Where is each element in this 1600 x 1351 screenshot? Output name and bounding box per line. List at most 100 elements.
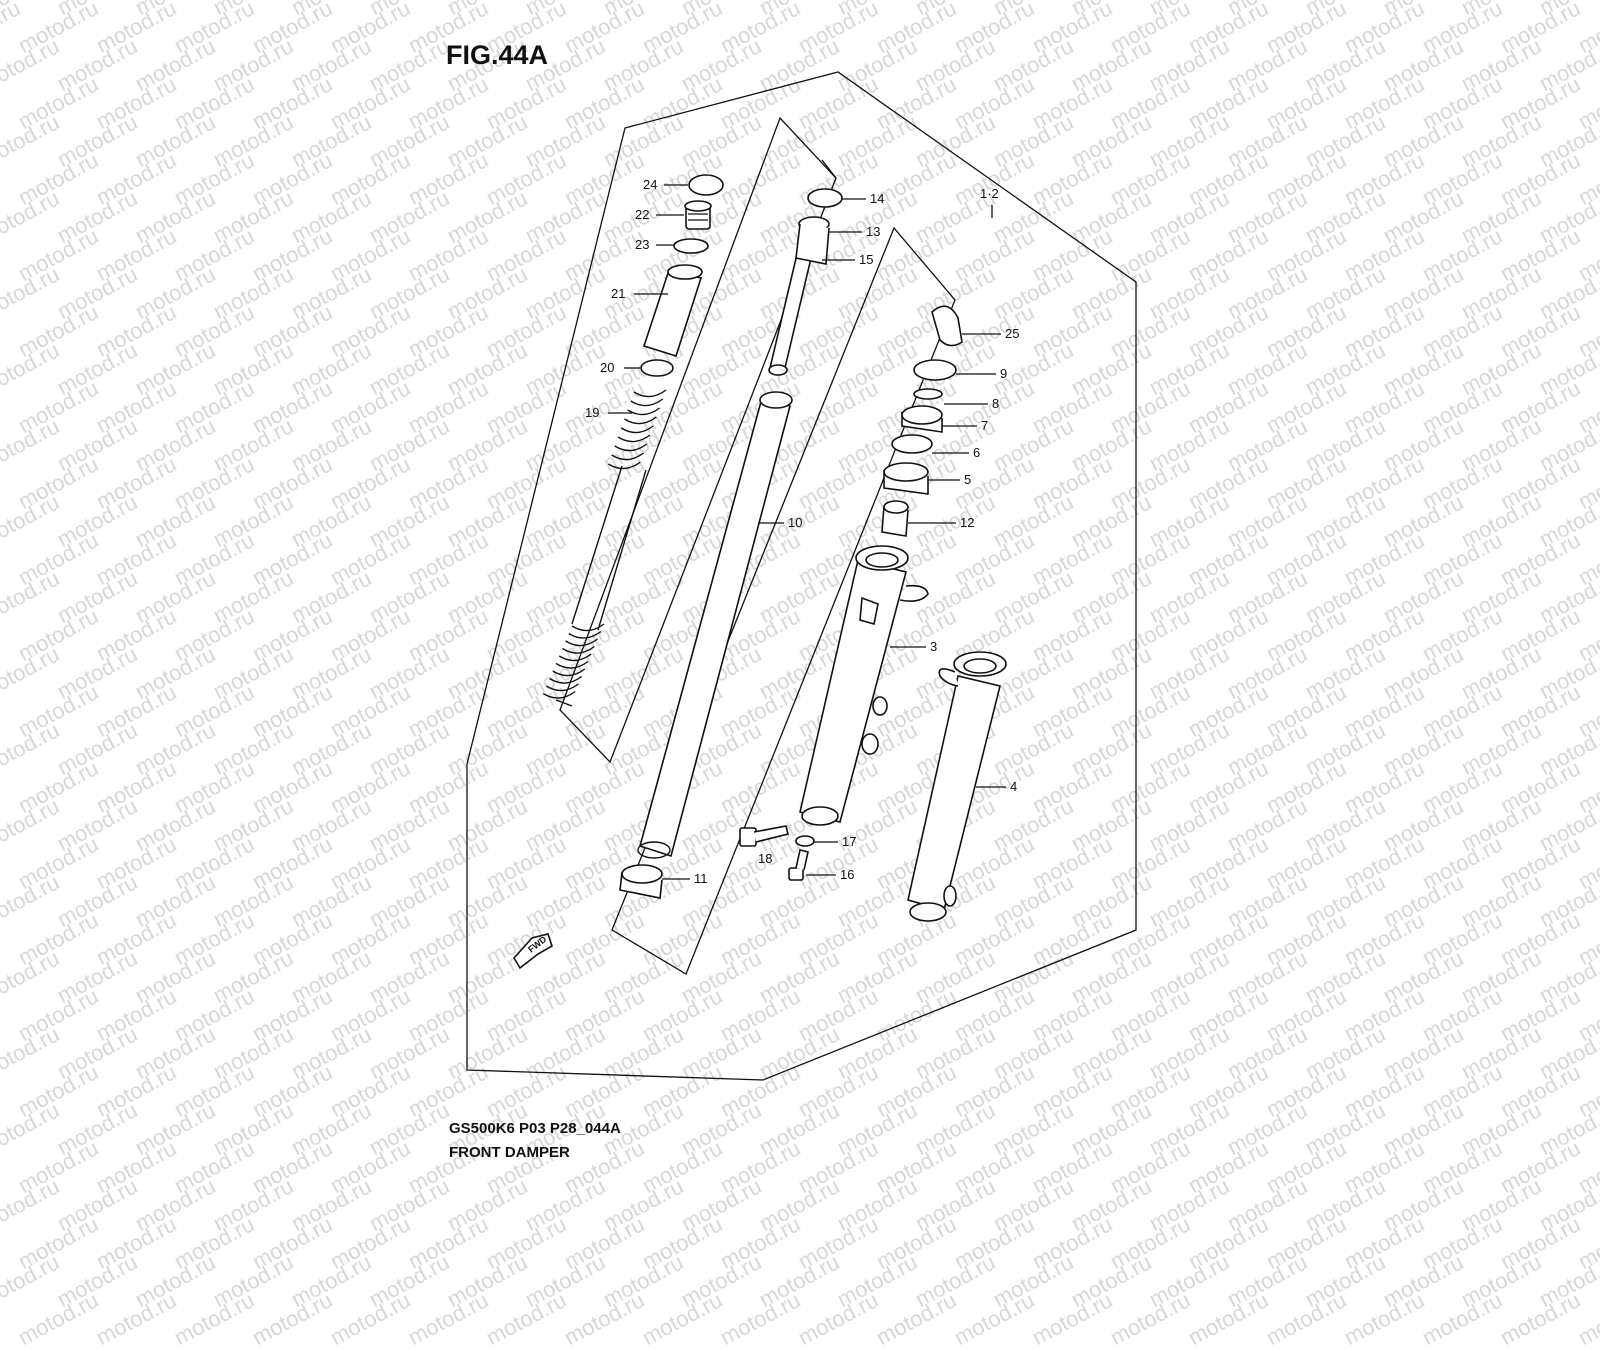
watermark-text: motod.ru (520, 1249, 610, 1313)
watermark-text: motod.ru (0, 1249, 64, 1313)
part-6-washer (891, 434, 933, 454)
watermark-text: motod.ru (1339, 1211, 1429, 1275)
watermark-text: motod.ru (1261, 1211, 1351, 1275)
watermark-text: motod.ru (1027, 1287, 1117, 1351)
watermark-text: motod.ru (871, 1211, 961, 1275)
watermark-text: motod.ru (1417, 1287, 1507, 1351)
watermark-text: motod.ru (481, 1287, 571, 1351)
part-21-spacer (642, 264, 703, 358)
callout-8: 8 (992, 396, 999, 411)
watermark-text: motod.ru (793, 1287, 883, 1351)
watermark-text: motod.ru (1144, 1249, 1234, 1313)
part-22-bolt (684, 200, 712, 230)
assembly-outline (466, 71, 1137, 1081)
callout-15: 15 (859, 252, 873, 267)
watermark-text: motod.ru (910, 1249, 1000, 1313)
watermark-text: motod.ru (1300, 1249, 1390, 1313)
watermark-text: motod.ru (325, 1211, 415, 1275)
part-17-washer (795, 835, 815, 847)
callout-10: 10 (788, 515, 802, 530)
part-7-oil-seal (901, 405, 943, 433)
callout-12: 12 (960, 515, 974, 530)
watermark-text: motod.ru (364, 1249, 454, 1313)
callout-25: 25 (1005, 326, 1019, 341)
part-20-washer (640, 359, 674, 377)
watermark-text: motod.ru (1183, 1287, 1273, 1351)
watermark-text: motod.ru (715, 1287, 805, 1351)
callout-20: 20 (600, 360, 614, 375)
callout-4: 4 (1010, 779, 1017, 794)
watermark-text: motod.ru (403, 1287, 493, 1351)
callout-23: 23 (635, 237, 649, 252)
watermark-text: motod.ru (481, 1211, 571, 1275)
callout-16: 16 (840, 867, 854, 882)
watermark-text: motod.ru (949, 1287, 1039, 1351)
callout-7: 7 (981, 418, 988, 433)
part-9-seal (913, 359, 957, 381)
watermark-text: motod.ru (1105, 1211, 1195, 1275)
watermark-text: motod.ru (871, 1287, 961, 1351)
model-code: GS500K6 P03 P28_044A (449, 1120, 621, 1137)
watermark-text: motod.ru (1378, 1249, 1468, 1313)
watermark-text: motod.ru (91, 1287, 181, 1351)
part-4-outer-tube-right (907, 651, 1007, 922)
part-11-bushing (619, 864, 663, 899)
watermark-text: motod.ru (286, 1249, 376, 1313)
callout-19: 19 (585, 405, 599, 420)
callout-14: 14 (870, 191, 884, 206)
part-13-15-damper-rod (768, 216, 830, 376)
watermark-text: motod.ru (715, 1211, 805, 1275)
part-10-inner-tube (637, 391, 793, 859)
watermark-text: motod.ru (793, 1211, 883, 1275)
watermark-text: motod.ru (52, 1249, 142, 1313)
watermark-text: motod.ru (559, 1287, 649, 1351)
watermark-text: motod.ru (169, 1287, 259, 1351)
watermark-text: motod.ru (637, 1211, 727, 1275)
callout-22: 22 (635, 207, 649, 222)
figure-title: FIG.44A (446, 40, 549, 70)
watermark-text: motod.ru (13, 1211, 103, 1275)
part-18-bolt (739, 825, 789, 847)
watermark-text: motod.ru (247, 1211, 337, 1275)
watermark-text: motod.ru (1339, 1287, 1429, 1351)
watermark-text: motod.ru (988, 1249, 1078, 1313)
callout-3: 3 (930, 639, 937, 654)
callout-6: 6 (973, 445, 980, 460)
watermark-text: motod.ru (208, 1249, 298, 1313)
watermark-text: motod.ru (325, 1287, 415, 1351)
watermark-text: motod.ru (949, 1211, 1039, 1275)
part-8-clip (913, 388, 943, 400)
callout-24: 24 (643, 177, 657, 192)
callout-13: 13 (866, 224, 880, 239)
watermark-text: motod.ru (1105, 1287, 1195, 1351)
part-24-cap (688, 174, 724, 196)
watermark-text: motod.ru (1066, 1249, 1156, 1313)
watermark-text: motod.ru (130, 1249, 220, 1313)
watermark-text: motod.ru (247, 1287, 337, 1351)
watermark-text: motod.ru (1222, 1249, 1312, 1313)
watermark-text: motod.ru (1261, 1287, 1351, 1351)
watermark-text: motod.ru (1534, 1249, 1600, 1313)
callout-9: 9 (1000, 366, 1007, 381)
watermark-text: motod.ru (1027, 1211, 1117, 1275)
watermark-text: motod.ru (559, 1211, 649, 1275)
exploded-parts-diagram: FWD 242223212019141315101125987651234181… (466, 71, 1137, 1081)
part-12-oil-lock (881, 500, 909, 537)
watermark-text: motod.ru (637, 1287, 727, 1351)
callout-18: 18 (758, 851, 772, 866)
watermark-text: motod.ru (754, 1249, 844, 1313)
watermark-text: motod.ru (1495, 1287, 1585, 1351)
callout-1-2: 1·2 (980, 186, 999, 201)
watermark-text: motod.ru (832, 1249, 922, 1313)
watermark-text: motod.ru (169, 1211, 259, 1275)
inner-panel-middle (821, 159, 837, 179)
watermark-text: motod.ru (1183, 1211, 1273, 1275)
watermark-text: motod.ru (403, 1211, 493, 1275)
watermark-text: motod.ru (91, 1211, 181, 1275)
watermark-text: motod.ru (1573, 1211, 1600, 1275)
fwd-arrow-icon: FWD (513, 933, 553, 970)
figure-name: FRONT DAMPER (449, 1144, 570, 1161)
part-16-drain-bolt (788, 849, 809, 881)
watermark-text: motod.ru (13, 1287, 103, 1351)
